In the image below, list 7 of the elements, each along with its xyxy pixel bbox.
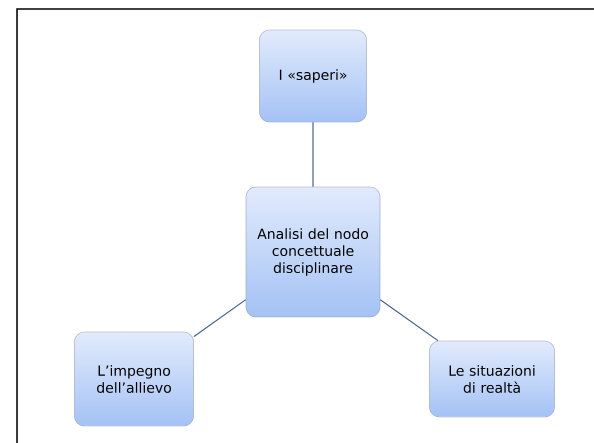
connector-line <box>380 299 438 342</box>
concept-box: I «saperi» <box>259 30 367 122</box>
connector-line <box>193 299 246 338</box>
concept-box: Analisi del nodo concettuale disciplinare <box>246 186 380 318</box>
concept-box: Le situazioni di realtà <box>429 340 555 418</box>
concept-box: L’impegno dell’allievo <box>74 332 194 426</box>
connector-line <box>312 122 314 187</box>
